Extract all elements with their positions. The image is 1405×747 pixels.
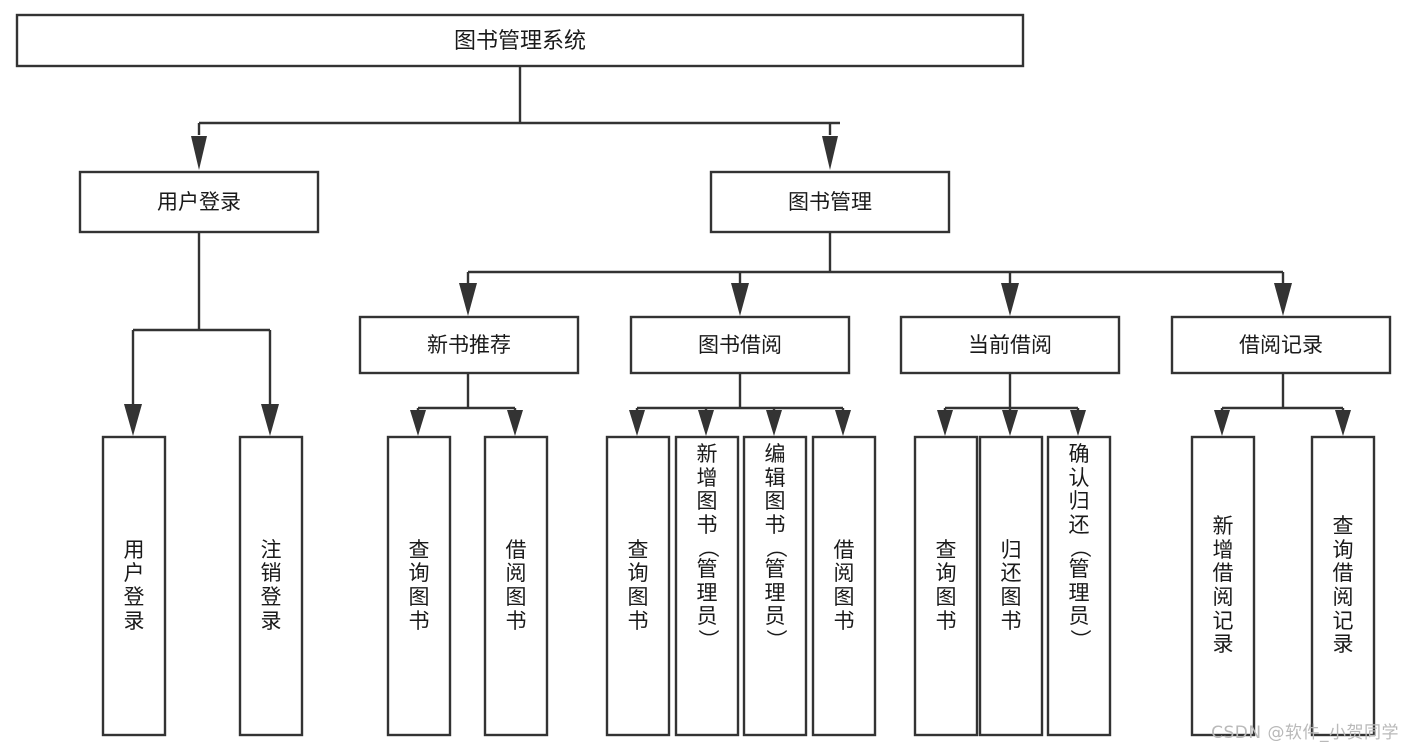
node-new-book-recommend[interactable]: 新书推荐 [358, 315, 580, 375]
node-current-borrow-label: 当前借阅 [968, 333, 1052, 357]
connector-bookborrow-to-leaves [629, 373, 851, 436]
leaf-box-current-query[interactable] [913, 435, 979, 737]
node-new-book-recommend-label: 新书推荐 [427, 333, 511, 357]
node-root-label: 图书管理系统 [454, 29, 586, 54]
node-borrow-record-label: 借阅记录 [1239, 333, 1323, 357]
node-borrow-record[interactable]: 借阅记录 [1170, 315, 1392, 375]
connector-root-to-level2 [191, 66, 840, 170]
leaf-box-user-logout[interactable] [238, 435, 304, 737]
leaf-box-current-confirm[interactable] [1046, 435, 1112, 737]
leaf-box-user-login[interactable] [101, 435, 167, 737]
leaf-box-newbook-query[interactable] [386, 435, 452, 737]
connector-newbook-to-leaves [410, 373, 523, 436]
node-book-management[interactable]: 图书管理 [709, 170, 951, 234]
node-book-management-label: 图书管理 [788, 190, 872, 214]
node-user-login[interactable]: 用户登录 [78, 170, 320, 234]
leaf-box-borrow-lend[interactable] [811, 435, 877, 737]
leaf-box-current-return[interactable] [978, 435, 1044, 737]
leaf-box-record-query[interactable] [1310, 435, 1376, 737]
node-user-login-label: 用户登录 [157, 190, 241, 214]
connector-bookmgmt-to-level3 [459, 232, 1292, 316]
node-book-borrow[interactable]: 图书借阅 [629, 315, 851, 375]
node-book-borrow-label: 图书借阅 [698, 333, 782, 357]
connector-userlogin-to-leaves [124, 232, 279, 436]
leaf-box-record-add[interactable] [1190, 435, 1256, 737]
csdn-watermark: CSDN @软件_小贺同学 [1211, 723, 1399, 743]
leaf-box-borrow-add[interactable] [674, 435, 740, 737]
connector-currentborrow-to-leaves [937, 373, 1086, 436]
node-root[interactable]: 图书管理系统 [15, 13, 1025, 68]
leaf-box-newbook-borrow[interactable] [483, 435, 549, 737]
connector-borrowrecord-to-leaves [1214, 373, 1351, 436]
leaf-box-borrow-edit[interactable] [742, 435, 808, 737]
node-current-borrow[interactable]: 当前借阅 [899, 315, 1121, 375]
leaf-box-borrow-query[interactable] [605, 435, 671, 737]
